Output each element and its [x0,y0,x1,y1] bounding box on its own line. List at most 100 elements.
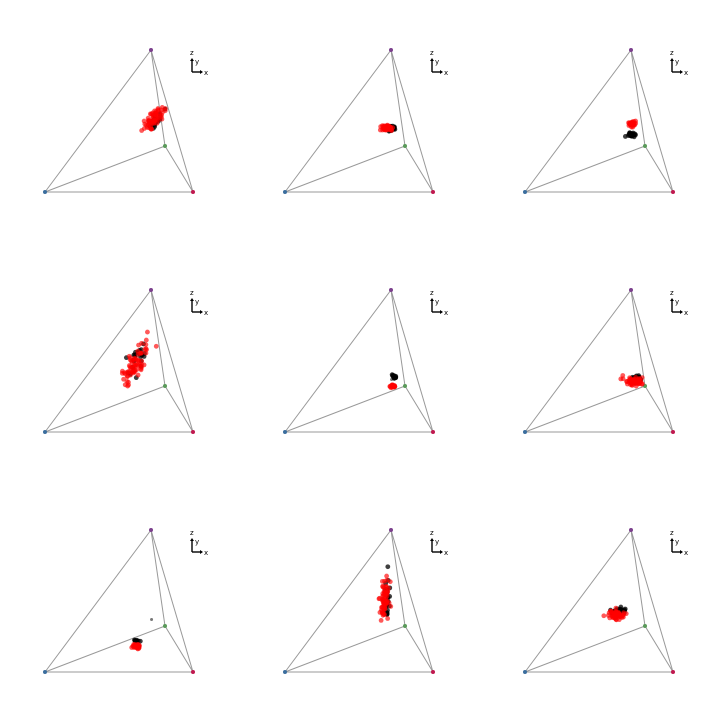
triad-y-arrow [430,298,434,301]
edge-top-right [150,529,194,673]
vertex-right [671,430,675,434]
triad-z-label: z [670,289,674,297]
edge-top-right [390,529,434,673]
red-point [387,579,393,585]
triad-x-label: x [444,549,448,557]
edge-left-inner [44,385,166,433]
axis-triad: zyx [670,529,688,557]
triad-x-arrow [440,310,443,314]
vertex-inner [403,384,407,388]
red-point [383,592,389,598]
axis-triad: zyx [190,529,208,557]
triad-z-label: z [670,529,674,537]
vertex-left [43,430,47,434]
vertex-top [389,288,393,292]
red-point [159,110,165,115]
vertex-left [523,430,527,434]
red-point [136,342,141,348]
triad-x-label: x [204,549,208,557]
triad-x-label: x [684,69,688,77]
vertex-inner [163,384,167,388]
vertex-left [43,670,47,674]
vertex-inner [403,144,407,148]
edge-left-inner [284,385,406,433]
edge-top-right [390,289,434,433]
edge-top-right [150,49,194,193]
edge-top-inner [150,49,166,147]
black-point [385,564,391,570]
vertex-top [629,288,633,292]
triad-x-arrow [680,70,683,74]
red-point [127,364,133,370]
red-point [143,122,149,128]
red-point [377,595,382,601]
red-point [162,106,168,111]
red-point [381,588,387,594]
edge-top-right [390,49,434,193]
vertex-right [431,670,435,674]
panel-8 [283,528,435,674]
vertex-right [671,670,675,674]
edge-left-top [524,49,632,193]
red-point [381,597,387,603]
triad-z-label: z [190,529,194,537]
black-point [132,638,138,644]
edge-right-inner [164,385,194,433]
triad-x-label: x [444,309,448,317]
red-point [143,337,149,343]
vertex-inner [643,144,647,148]
triad-y-label: y [675,298,679,306]
red-point [609,608,614,614]
axis-triad: zyx [430,289,448,317]
edge-right-inner [404,145,434,193]
triad-y-label: y [195,58,199,66]
red-point [135,357,141,363]
edge-top-inner [150,529,166,627]
red-point [141,362,147,368]
red-point [621,610,626,616]
triad-y-arrow [190,58,194,61]
axis-triad: zyx [190,49,208,77]
black-point [622,134,628,139]
edge-top-right [630,289,674,433]
edge-left-top [44,529,152,673]
red-point [628,122,633,128]
triad-z-label: z [670,49,674,57]
red-point [121,376,126,382]
triad-y-arrow [430,58,434,61]
edge-left-top [284,289,392,433]
triad-x-arrow [200,550,203,554]
vertex-top [149,528,153,532]
red-point [631,378,636,384]
edge-left-top [524,289,632,433]
triad-y-label: y [195,298,199,306]
edge-right-inner [644,385,674,433]
red-point [139,358,145,364]
red-point [390,383,396,389]
vertex-left [523,670,527,674]
edge-left-top [44,49,152,193]
red-point [601,613,607,619]
edge-left-top [524,529,632,673]
triad-y-arrow [670,538,674,541]
edge-top-inner [390,49,406,147]
triad-z-label: z [430,289,434,297]
red-point [153,343,159,349]
triad-x-label: x [444,69,448,77]
vertex-top [629,528,633,532]
triad-z-label: z [430,529,434,537]
axis-triad: zyx [670,49,688,77]
triad-y-arrow [670,298,674,301]
edge-top-inner [630,49,646,147]
axis-triad: zyx [670,289,688,317]
triad-x-arrow [440,550,443,554]
triad-y-label: y [675,58,679,66]
triad-x-arrow [680,310,683,314]
edge-left-top [284,529,392,673]
red-point [379,609,385,614]
red-point [633,121,639,126]
red-point [381,585,387,591]
triad-y-label: y [435,58,439,66]
red-point [122,370,127,376]
red-point [385,126,391,132]
